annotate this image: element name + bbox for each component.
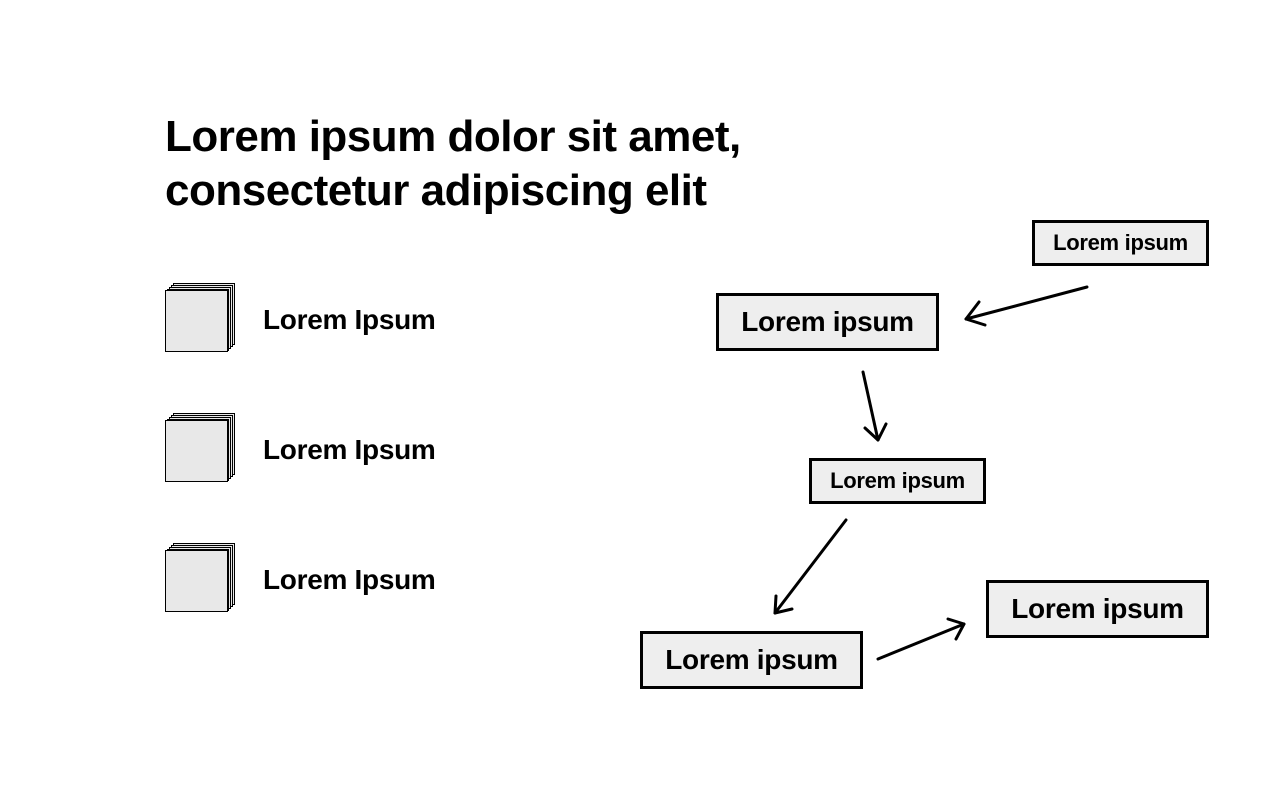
arrow-n4-to-n5	[876, 617, 966, 661]
diagram-node-2: Lorem ipsum	[716, 293, 939, 351]
diagram-node-4: Lorem ipsum	[640, 631, 863, 689]
list-item-label: Lorem Ipsum	[263, 304, 436, 335]
list-item: Lorem Ipsum	[165, 413, 465, 483]
list-item-label: Lorem Ipsum	[263, 434, 436, 465]
arrow-n1-to-n2	[964, 285, 1089, 327]
list-item-label: Lorem Ipsum	[263, 564, 436, 595]
stacked-pages-icon	[165, 413, 235, 483]
page-title-line-1: Lorem ipsum dolor sit amet,	[165, 112, 741, 161]
page-title-line-2: consectetur adipiscing elit	[165, 166, 707, 215]
diagram-node-1: Lorem ipsum	[1032, 220, 1209, 266]
arrow-n2-to-n3	[861, 370, 888, 442]
diagram-node-3: Lorem ipsum	[809, 458, 986, 504]
diagram-node-5: Lorem ipsum	[986, 580, 1209, 638]
arrow-n3-to-n4	[773, 518, 848, 615]
stacked-pages-icon	[165, 543, 235, 613]
page-title: Lorem ipsum dolor sit amet, consectetur …	[165, 110, 741, 218]
stacked-pages-icon	[165, 283, 235, 353]
list-item: Lorem Ipsum	[165, 283, 465, 353]
list-item: Lorem Ipsum	[165, 543, 465, 613]
